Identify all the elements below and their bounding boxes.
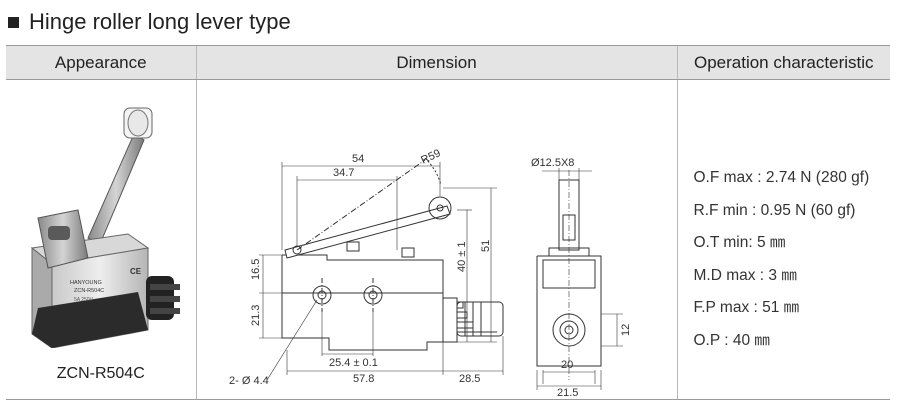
dim-width-total: 54 [352,153,364,165]
dim-side-width-total: 21.5 [557,387,578,399]
op-fp-max: F.P max : 51 ㎜ [693,299,800,316]
dim-side-width: 20 [561,359,573,371]
photo-rating-label: 5A 250V [74,297,94,303]
table-row: HANYOUNG ZCN-R504C 5A 250V CE ZCN-R504C [6,79,890,400]
dimension-drawing: 54 34.7 R59 Ø12.5X8 16.5 21.3 40 ± 1 51 … [229,147,632,399]
header-dimension: Dimension [195,45,677,80]
dim-height-free: 51 [480,240,492,252]
spec-table: Appearance Dimension Operation character… [6,45,890,400]
operation-list: O.F max : 2.74 N (280 gf) R.F min : 0.95… [694,162,870,357]
square-bullet-icon [8,16,19,28]
dim-boss-length: 28.5 [459,373,480,385]
op-rf-min: R.F min : 0.95 N (60 gf) [693,201,856,219]
section-title-text: Hinge roller long lever type [29,9,291,34]
photo-brand-label: HANYOUNG [70,280,102,286]
dimension-cell: 54 34.7 R59 Ø12.5X8 16.5 21.3 40 ± 1 51 … [195,79,677,400]
dim-holes: 2- Ø 4.4 [229,375,269,387]
dim-side-height: 12 [620,324,632,336]
table-header-row: Appearance Dimension Operation character… [6,45,890,80]
header-operation: Operation characteristic [676,45,890,80]
section-title: Hinge roller long lever type [8,8,291,36]
header-appearance: Appearance [6,45,196,80]
dim-roller-dia: Ø12.5X8 [531,157,574,169]
model-name: ZCN-R504C [56,365,145,382]
dim-height-left: 16.5 [250,259,262,280]
switch-photo: HANYOUNG ZCN-R504C 5A 250V CE [30,107,180,348]
appearance-cell: HANYOUNG ZCN-R504C 5A 250V CE ZCN-R504C [6,79,196,400]
op-md-max: M.D max : 3 ㎜ [693,266,797,284]
dim-width-partial: 34.7 [333,167,354,179]
dim-lever-radius: R59 [419,147,442,166]
photo-model-label: ZCN-R504C [74,288,104,294]
dim-base-width: 57.8 [353,373,374,385]
dim-hole-pitch: 25.4 ± 0.1 [329,357,378,369]
dim-height-lower: 21.3 [250,305,262,326]
op-of-max: O.F max : 2.74 N (280 gf) [693,169,870,186]
photo-ce-mark: CE [130,267,142,276]
operation-cell: O.F max : 2.74 N (280 gf) R.F min : 0.95… [676,79,890,400]
op-ot-min: O.T min: 5 ㎜ [693,234,786,251]
dim-height-op: 40 ± 1 [456,241,468,272]
op-op: O.P : 40 ㎜ [693,331,770,349]
